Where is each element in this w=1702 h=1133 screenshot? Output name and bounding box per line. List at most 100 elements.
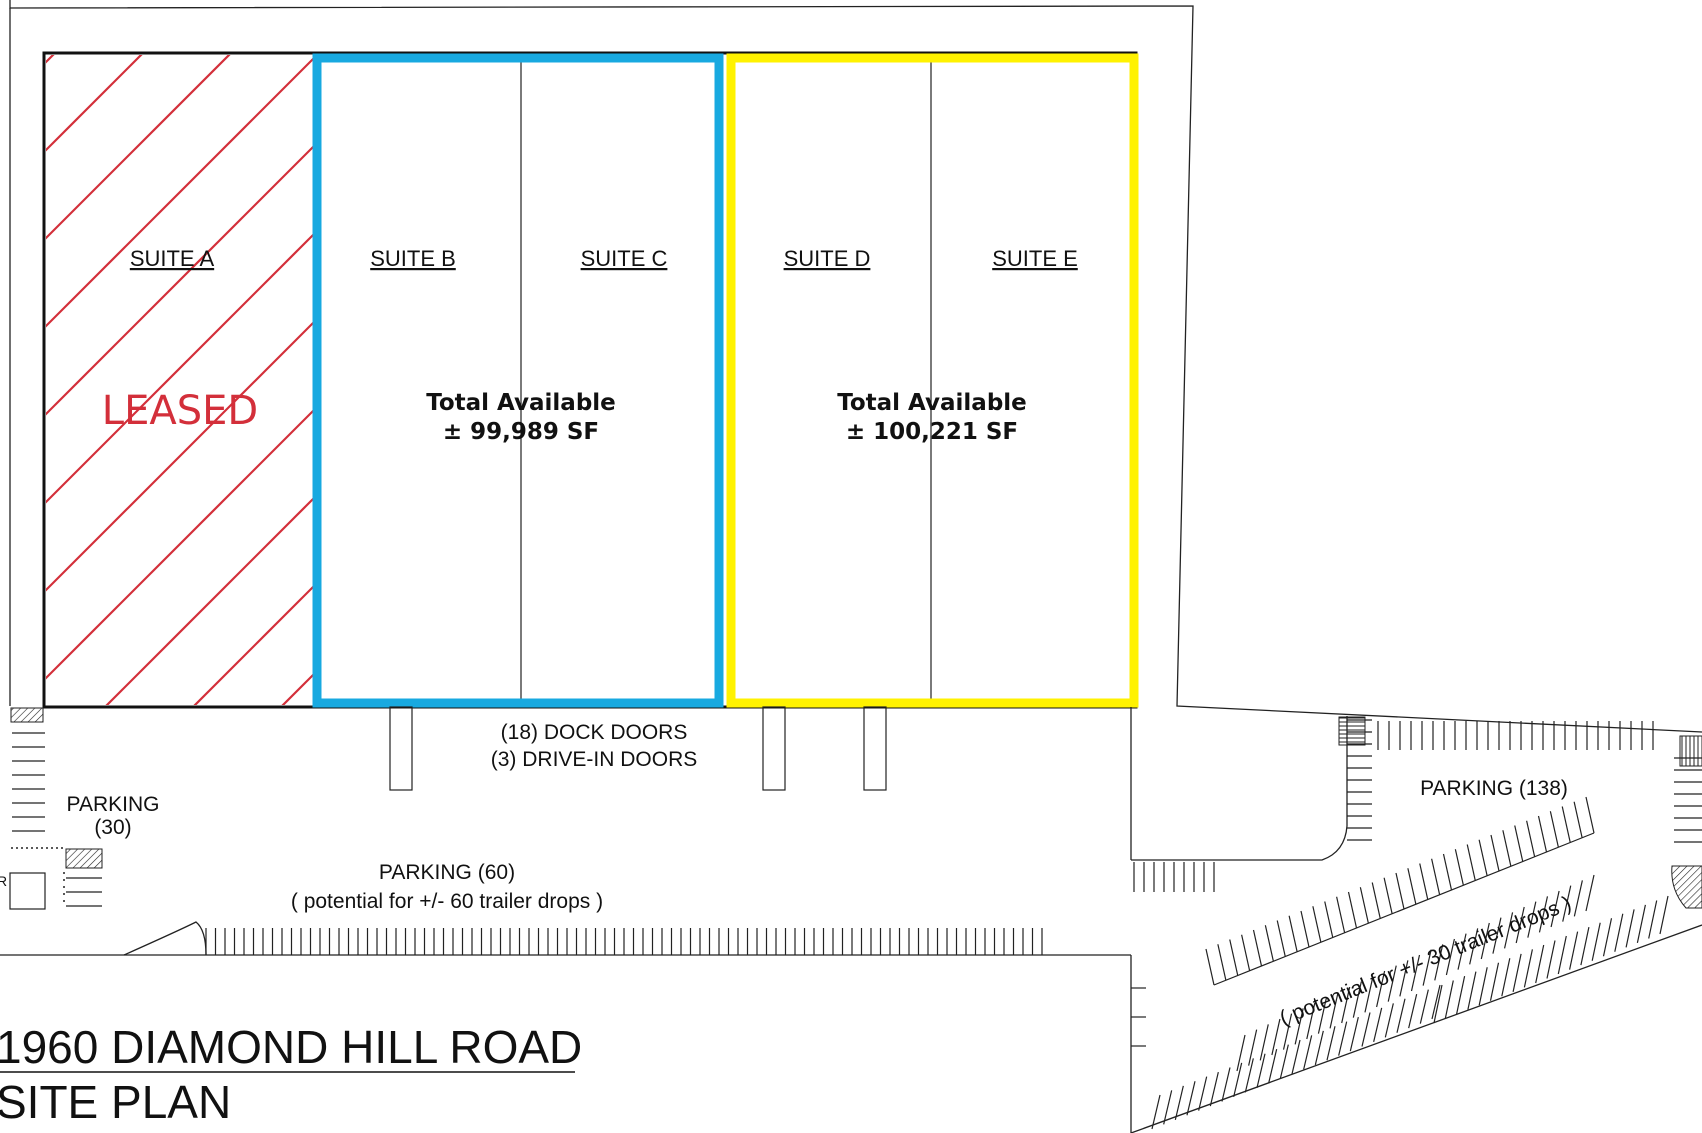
west-hatch-bottom: [65, 848, 103, 869]
east-hatch-nw: [1338, 716, 1366, 746]
leased-hatch-line: [356, 20, 1056, 720]
east-hatch-ne: [1679, 735, 1702, 767]
parking-stall-line: [1359, 887, 1369, 924]
parking-stall-line: [1502, 830, 1512, 867]
parking-stall-line: [1478, 967, 1488, 1006]
parking-stall-line: [1602, 918, 1613, 957]
parking-stall-line: [1291, 1039, 1301, 1075]
parking-stall-line: [1419, 863, 1429, 900]
parking-stall-line: [1271, 1018, 1281, 1056]
parking-stall-line: [1317, 997, 1328, 1034]
parking-stall-line: [1352, 981, 1362, 1018]
parking-stall-line: [1259, 1024, 1269, 1061]
parking-stall-line: [1515, 906, 1525, 944]
parking-stall-line: [1163, 1090, 1173, 1125]
parking-stall-line: [1585, 796, 1595, 834]
parking-stall-line: [1419, 989, 1429, 1024]
parking-stall-line: [1514, 825, 1524, 862]
parking-stall-line: [1248, 1029, 1258, 1066]
property-boundary: [9, 0, 1702, 733]
parking-stall-line: [1329, 992, 1339, 1029]
suite-b-label: SUITE B: [370, 246, 456, 271]
dock-apron-3: [863, 706, 887, 791]
parking-stall-line: [1209, 1071, 1219, 1107]
parking-stall-line: [1276, 920, 1286, 957]
edge-fragment-text: R: [0, 873, 7, 889]
parking-stall-line: [1314, 1030, 1324, 1065]
parking-stall-line: [1469, 928, 1479, 965]
east-yard-stalls: [1133, 862, 1215, 892]
parking-stall-line: [1294, 1008, 1304, 1045]
parking-stall-line: [1279, 1044, 1289, 1079]
parking-stall-line: [1371, 882, 1381, 919]
parking-stall-line: [1512, 953, 1522, 992]
parking-stall-line: [1341, 986, 1351, 1024]
parking-stall-line: [1288, 915, 1298, 952]
parking-stall-line: [1456, 975, 1466, 1015]
parking-stall-line: [1625, 909, 1635, 948]
west-hatch-top: [10, 707, 44, 723]
parking-stall-line: [1229, 939, 1239, 976]
parking-stall-line: [1580, 927, 1590, 966]
parking-stall-line: [1569, 931, 1579, 970]
leased-hatch-line: [281, 672, 314, 705]
parking-south-note: ( potential for +/- 60 trailer drops ): [291, 890, 603, 913]
parking-stall-line: [1431, 984, 1441, 1020]
parking-stall-line: [1347, 891, 1358, 929]
leased-hatch-line: [46, 232, 314, 504]
parking-stall-line: [1490, 834, 1500, 872]
parking-stall-line: [1523, 949, 1533, 988]
suite-a-hatch: [46, 20, 1056, 720]
parking-stall-line: [1151, 1094, 1161, 1130]
parking-stall-line: [1550, 890, 1560, 928]
parking-stall-line: [1236, 1034, 1246, 1072]
parking-stall-line: [1503, 912, 1514, 949]
leased-hatch-line: [46, 144, 314, 416]
parking-stall-line: [1492, 917, 1502, 954]
parking-stall-line: [1454, 849, 1464, 886]
parking-stall-line: [1537, 815, 1548, 853]
parking-stall-line: [1527, 901, 1537, 938]
parking-stall-line: [1557, 935, 1567, 975]
parking-stall-line: [1303, 1035, 1313, 1070]
parking-stall-line: [1546, 940, 1556, 979]
east-edge-ticks: [1131, 987, 1146, 1047]
parking-stall-line: [1264, 925, 1274, 962]
suite-d-label: SUITE D: [784, 246, 871, 271]
parking-stall-line: [1535, 944, 1545, 984]
parking-stall-line: [1407, 868, 1417, 905]
parking-east-label: PARKING (138): [1420, 777, 1568, 800]
east-hatch-se: [1671, 865, 1702, 909]
site-address-title: 1960 DIAMOND HILL ROAD: [0, 1021, 582, 1073]
parking-stall-line: [1561, 806, 1571, 843]
parking-stall-line: [1434, 944, 1444, 981]
group-de-area: ± 100,221 SF: [846, 419, 1018, 445]
group-de-heading: Total Available: [837, 390, 1027, 416]
parking-stall-line: [1174, 1085, 1184, 1120]
parking-stall-line: [1466, 844, 1476, 881]
parking-stall-line: [1364, 976, 1374, 1013]
parking-stall-line: [1395, 872, 1405, 910]
parking-stall-line: [1442, 853, 1453, 891]
parking-stall-line: [1431, 858, 1441, 895]
parking-stall-line: [1636, 904, 1646, 944]
dock-doors-label: (18) DOCK DOORS: [501, 721, 688, 744]
parking-stall-line: [1233, 1062, 1243, 1098]
parking-stall-line: [1252, 929, 1263, 967]
parking-stall-line: [1549, 811, 1559, 848]
group-bc-outline: [312, 53, 724, 708]
parking-stall-line: [1648, 900, 1658, 939]
parking-stall-line: [1585, 874, 1595, 912]
parking-stall-line: [1562, 885, 1572, 922]
parking-stall-line: [1217, 944, 1227, 981]
parking-stall-line: [1489, 962, 1500, 1001]
parking-west-count: (30): [94, 816, 131, 839]
leased-hatch-line: [193, 584, 314, 705]
parking-stall-line: [1256, 1053, 1266, 1088]
parking-stall-line: [1361, 1012, 1371, 1047]
suite-e-label: SUITE E: [992, 246, 1078, 271]
parking-stall-line: [1306, 1002, 1316, 1040]
parking-stall-line: [1326, 1026, 1336, 1061]
parking-stall-line: [1457, 933, 1467, 970]
parking-stall-line: [1198, 1076, 1208, 1111]
